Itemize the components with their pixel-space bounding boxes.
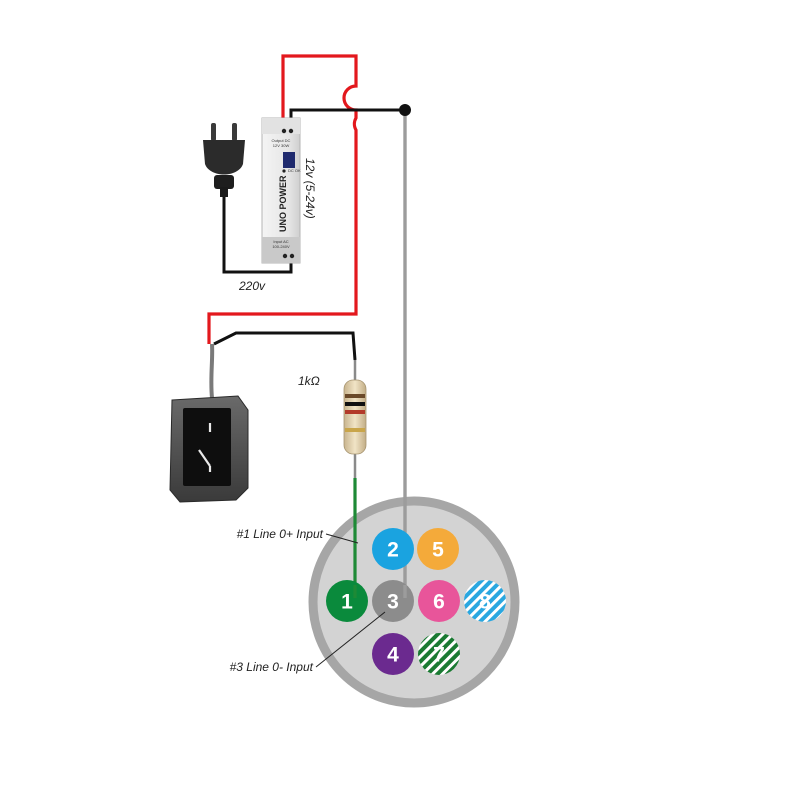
- pin-6-number: 6: [433, 591, 445, 614]
- plug-pin-right: [232, 123, 237, 141]
- psu-brand-logo: [283, 152, 295, 168]
- plug-head: [203, 140, 245, 175]
- pin-8-number: 8: [479, 591, 491, 614]
- pin-2-number: 2: [387, 539, 399, 562]
- callout-line-minus-text: #3 Line 0- Input: [230, 660, 314, 674]
- pin-7[interactable]: 7: [418, 633, 460, 675]
- resistor-label: 1kΩ: [298, 374, 320, 388]
- psu-input-rating: 100-240V: [272, 244, 290, 249]
- foot-switch-pedal: [183, 408, 231, 486]
- mains-plug: [203, 123, 245, 197]
- pin-7-number: 7: [433, 644, 445, 667]
- plug-pin-left: [211, 123, 216, 141]
- psu-led: [282, 169, 286, 173]
- wire-positive-red: [207, 54, 358, 344]
- psu-bottom-panel: [262, 237, 300, 263]
- pin-1[interactable]: 1: [326, 580, 368, 622]
- resistor-band-3: [345, 410, 365, 414]
- wire-mains: [222, 196, 293, 274]
- switch-symbol: [198, 423, 212, 472]
- psu-terminal-out-plus: [281, 128, 287, 134]
- plug-grip: [214, 175, 234, 189]
- pin-4[interactable]: 4: [372, 633, 414, 675]
- callout-line-plus-text: #1 Line 0+ Input: [237, 527, 324, 541]
- junction-dot: [399, 104, 411, 116]
- switch-cable: [209, 343, 215, 399]
- foot-switch[interactable]: [169, 395, 249, 503]
- connector-ring: [308, 496, 520, 708]
- power-supply: Output DC 12V 30W DC OK UNO POWER Input …: [261, 117, 301, 264]
- pin-8[interactable]: 8: [464, 580, 506, 622]
- pin-3-number: 3: [387, 591, 399, 614]
- connector-pins: 2 5 1 3 6 8 4 7: [326, 528, 506, 675]
- pin-4-number: 4: [387, 644, 399, 667]
- psu-terminal-in-n: [289, 253, 295, 259]
- psu-output-rating: 12V 30W: [273, 143, 290, 148]
- wire-negative-junction: [289, 108, 405, 128]
- psu-top-panel: [262, 118, 300, 134]
- resistor-body: [343, 379, 367, 455]
- resistor: [343, 379, 367, 455]
- pin-1-number: 1: [341, 591, 353, 614]
- resistor-band-4: [345, 428, 365, 432]
- resistor-band-1: [345, 394, 365, 398]
- pin-3[interactable]: 3: [372, 580, 414, 622]
- psu-status-label: DC OK: [288, 168, 301, 173]
- psu-output-label: Output DC: [272, 138, 291, 143]
- pin-5-number: 5: [432, 539, 444, 562]
- psu-brand: UNO POWER: [278, 175, 288, 232]
- pin-2[interactable]: 2: [372, 528, 414, 570]
- callout-line-plus: #1 Line 0+ Input: [237, 527, 359, 544]
- plug-neck: [220, 187, 228, 197]
- wire-negative-resistor: [213, 331, 357, 361]
- connector: [308, 496, 520, 708]
- callout-line-minus: #3 Line 0- Input: [230, 611, 386, 674]
- resistor-band-2: [345, 402, 365, 406]
- psu-terminal-in-l: [282, 253, 288, 259]
- pin-5[interactable]: 5: [417, 528, 459, 570]
- pin-6[interactable]: 6: [418, 580, 460, 622]
- mains-voltage-label: 220v: [238, 279, 266, 293]
- psu-input-label: Input AC: [273, 239, 288, 244]
- psu-voltage-label: 12v (5-24v): [303, 158, 317, 219]
- wires: [207, 54, 407, 600]
- psu-terminal-out-minus: [288, 128, 294, 134]
